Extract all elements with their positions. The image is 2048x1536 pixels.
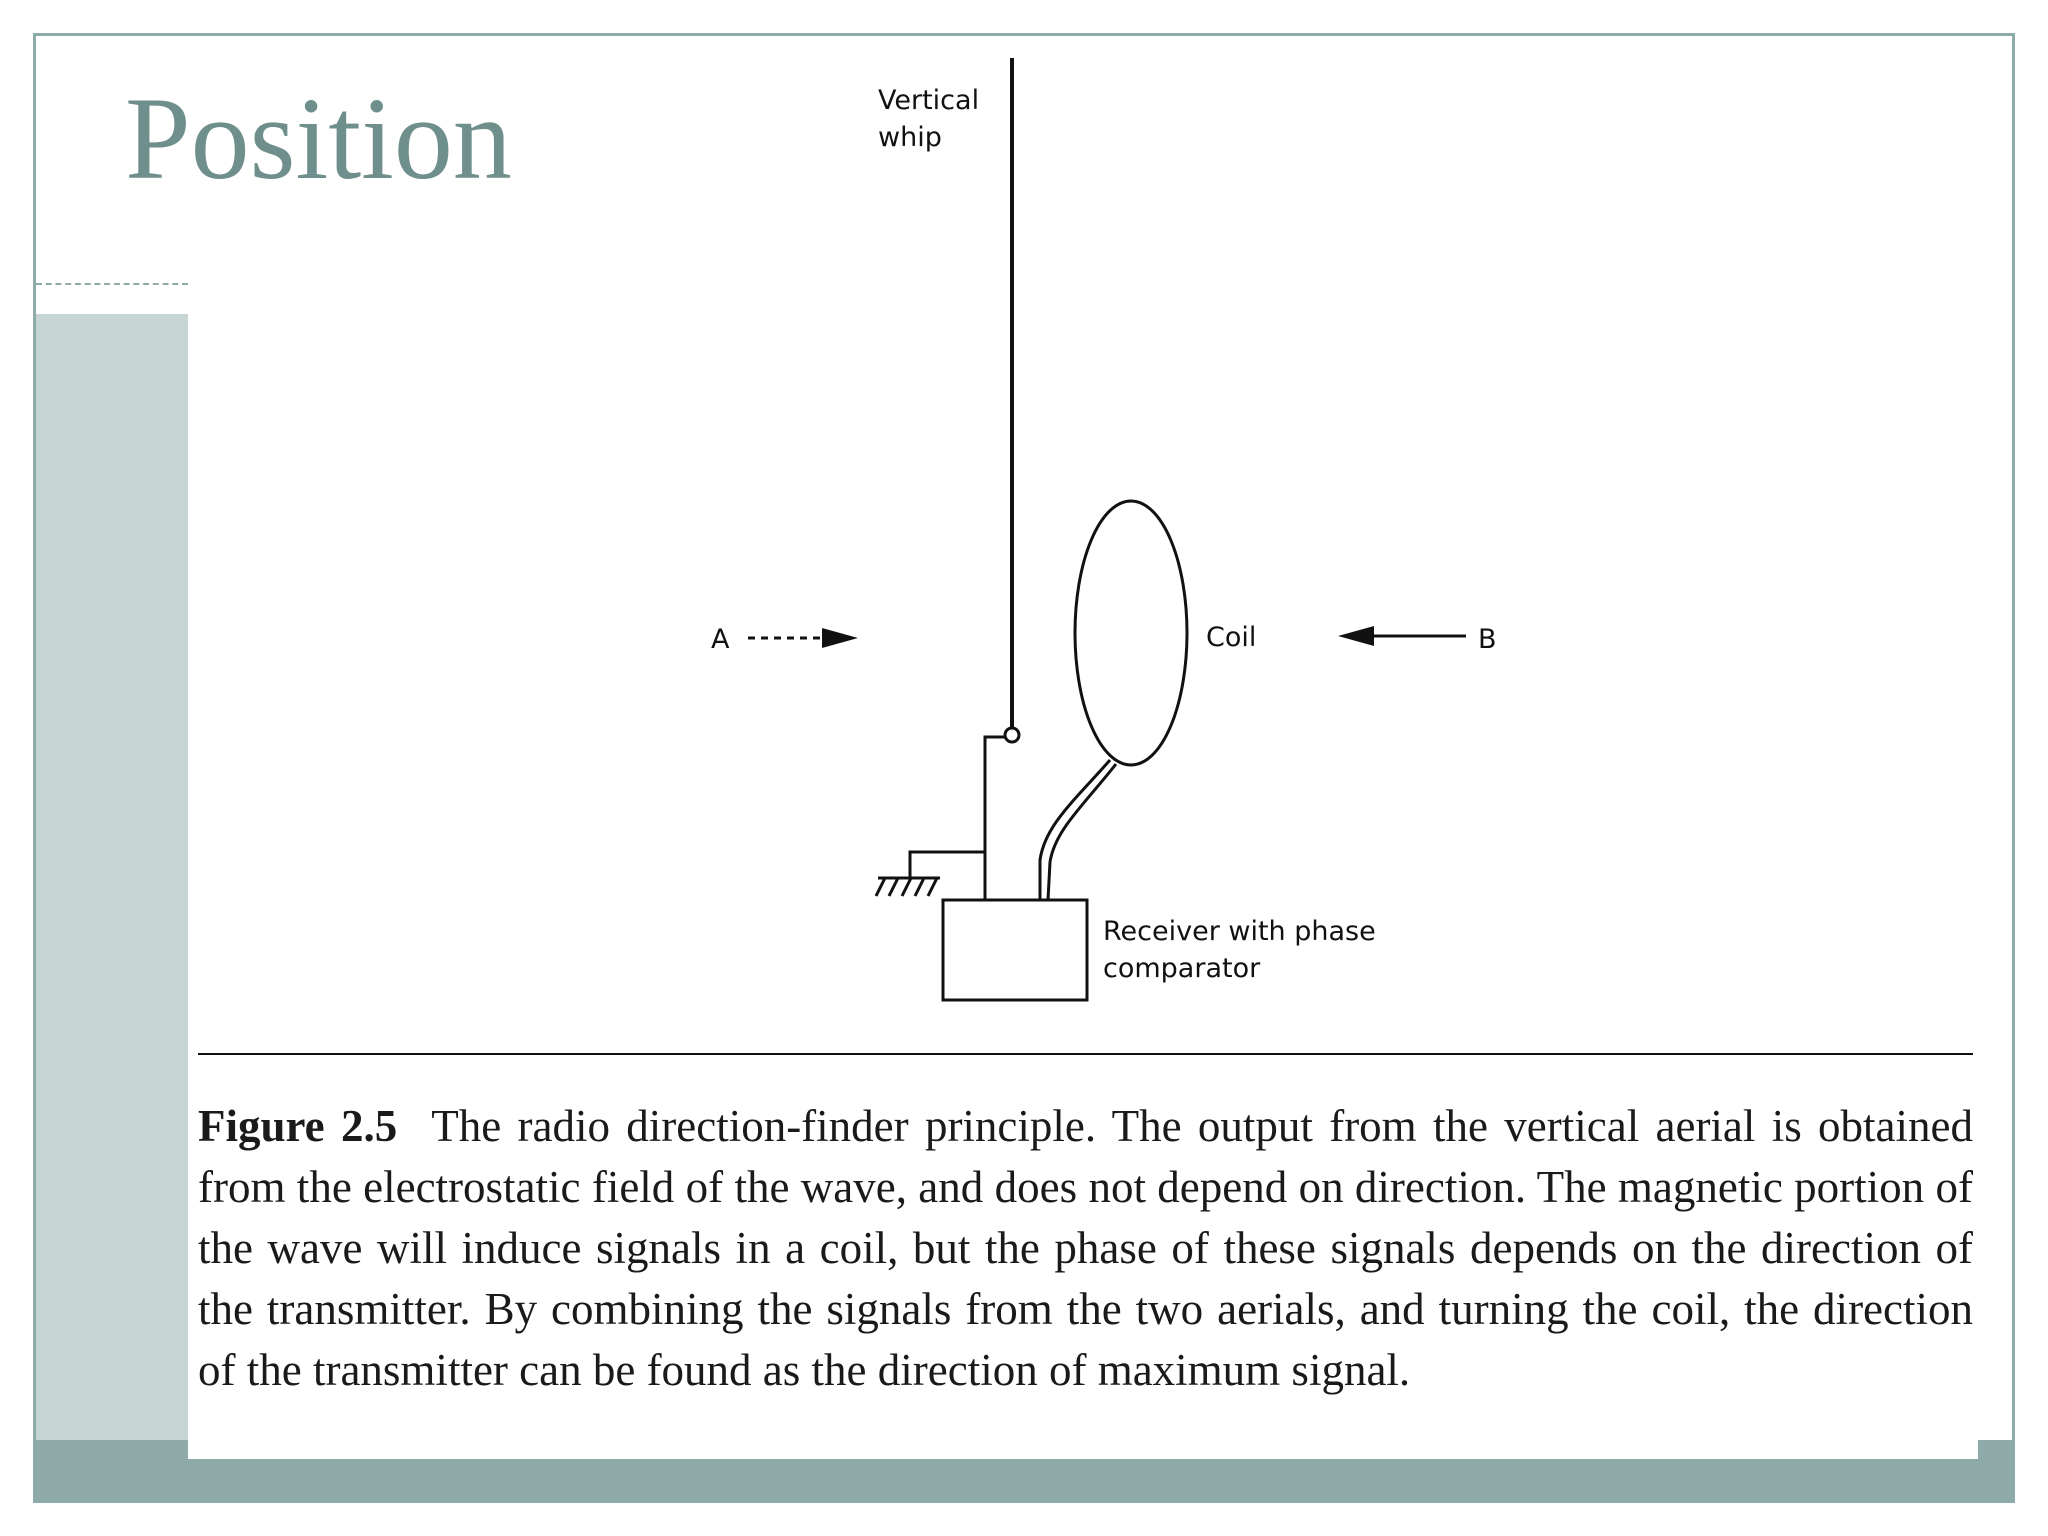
- label-coil: Coil: [1206, 622, 1256, 653]
- figure-number: Figure 2.5: [198, 1101, 398, 1151]
- label-comparator: comparator: [1103, 953, 1261, 984]
- coil-feed-a: [1038, 759, 1112, 900]
- caption-text: The radio direction-finder principle. Th…: [198, 1101, 1973, 1395]
- figure-rule: [198, 1053, 1973, 1055]
- receiver-box: [941, 898, 1089, 1002]
- ground-symbol: [874, 876, 940, 897]
- label-arrow-a: A: [711, 624, 730, 655]
- label-arrow-b: B: [1478, 624, 1497, 655]
- coil-loop: [1073, 499, 1189, 767]
- coil-feed-b: [1046, 763, 1118, 901]
- side-panel: [36, 314, 188, 1440]
- figure-area: [188, 48, 1978, 1459]
- arrow-a-head: [822, 628, 858, 648]
- label-whip: whip: [878, 122, 942, 153]
- whip-feed-wire: [983, 735, 1005, 900]
- title-divider: [36, 283, 188, 285]
- whip-base-terminal: [1003, 726, 1021, 744]
- ground-wire: [908, 850, 985, 878]
- arrow-b-head: [1338, 626, 1374, 646]
- label-receiver: Receiver with phase: [1103, 916, 1376, 947]
- label-vertical-whip: Vertical: [878, 85, 979, 116]
- slide-title: Position: [125, 73, 512, 204]
